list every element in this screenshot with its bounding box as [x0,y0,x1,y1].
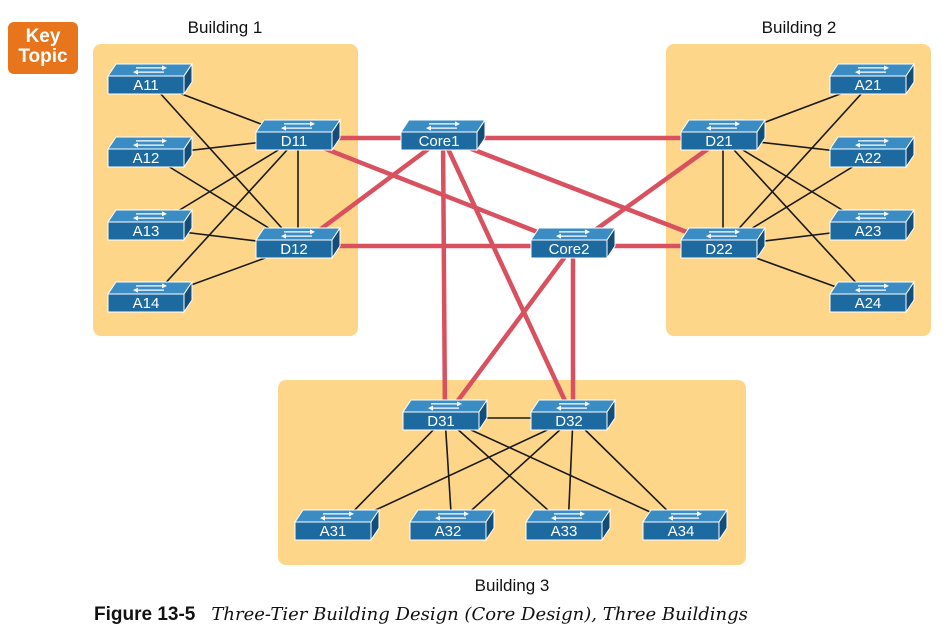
switch-d31[interactable]: D31 [402,398,488,432]
switch-core1[interactable]: Core1 [400,118,486,152]
switch-icon [829,280,915,314]
network-diagram: Building 1 Building 2 Building 3 A11A12A13… [93,18,931,595]
key-topic-line1: Key [25,26,61,47]
switch-icon [294,508,380,542]
building-label-3: Building 3 [475,576,550,595]
switch-a32[interactable]: A32 [409,508,495,542]
figure-number: Figure 13-5 [94,604,196,625]
switch-a13[interactable]: A13 [107,208,193,242]
switch-a22[interactable]: A22 [829,135,915,169]
access-link-A14-D11 [149,137,299,301]
switch-icon [255,118,341,152]
switch-a11[interactable]: A11 [107,62,193,96]
switch-icon [680,118,766,152]
switch-label-a32: A32 [435,523,462,540]
switch-icon [829,208,915,242]
switch-label-d22: D22 [705,241,733,258]
switch-icon [402,398,488,432]
switch-label-core2: Core2 [549,241,590,258]
switch-label-a24: A24 [855,295,882,312]
switch-label-a22: A22 [855,150,882,167]
key-topic-line2: Topic [18,46,68,67]
switch-label-d32: D32 [555,413,583,430]
figure-caption: Figure 13-5 Three-Tier Building Design (C… [94,604,748,626]
switch-a34[interactable]: A34 [642,508,728,542]
switch-icon [107,62,193,96]
switch-d11[interactable]: D11 [255,118,341,152]
access-link-A34-D31 [444,417,686,529]
switch-label-a13: A13 [133,223,160,240]
switch-label-d21: D21 [705,133,733,150]
switch-icon [525,508,611,542]
key-topic-badge: Key Topic [8,22,78,74]
figure-title: Three-Tier Building Design (Core Design)… [211,604,748,625]
access-link-A24-D21 [722,137,873,301]
switch-label-a34: A34 [668,523,695,540]
switch-label-d31: D31 [427,413,455,430]
switch-icon [829,62,915,96]
access-link-A11-D12 [149,81,299,247]
switch-icon [530,398,616,432]
switch-d32[interactable]: D32 [530,398,616,432]
building-areas: Building 1 Building 2 Building 3 [93,18,931,595]
switch-icon [107,135,193,169]
core-link-Core1-D32 [440,137,576,419]
core-link-Core1-D31 [440,137,448,419]
switch-icon [680,226,766,260]
switch-icon [409,508,495,542]
switch-d21[interactable]: D21 [680,118,766,152]
access-link-A21-D22 [722,81,873,247]
switch-d22[interactable]: D22 [680,226,766,260]
switch-label-a12: A12 [133,150,160,167]
switch-label-core1: Core1 [419,133,460,150]
building-area-2 [666,44,931,336]
switch-label-a11: A11 [133,77,159,94]
core-link-Core1-D22 [442,135,724,249]
switch-a14[interactable]: A14 [107,280,193,314]
switch-icon [530,226,616,260]
building-label-1: Building 1 [188,18,263,37]
switch-a12[interactable]: A12 [107,135,193,169]
switch-label-d11: D11 [281,133,307,150]
switch-d12[interactable]: D12 [255,226,341,260]
switch-a31[interactable]: A31 [294,508,380,542]
switch-a24[interactable]: A24 [829,280,915,314]
switch-label-a33: A33 [551,523,578,540]
switch-label-d12: D12 [280,241,308,258]
building-area-1 [93,44,358,336]
switch-icon [400,118,486,152]
switch-a21[interactable]: A21 [829,62,915,96]
building-label-2: Building 2 [762,18,837,37]
switch-icon [255,226,341,260]
core-link-Core2-D31 [443,244,575,420]
switch-icon [829,135,915,169]
switch-a33[interactable]: A33 [525,508,611,542]
switch-icon [107,280,193,314]
switch-core2[interactable]: Core2 [530,226,616,260]
switch-icon [642,508,728,542]
switch-label-a23: A23 [855,223,882,240]
switch-label-a14: A14 [133,295,160,312]
switch-label-a31: A31 [320,523,347,540]
switch-icon [107,208,193,242]
switch-label-a21: A21 [855,77,882,94]
core-link-Core2-D11 [297,135,574,249]
switch-a23[interactable]: A23 [829,208,915,242]
